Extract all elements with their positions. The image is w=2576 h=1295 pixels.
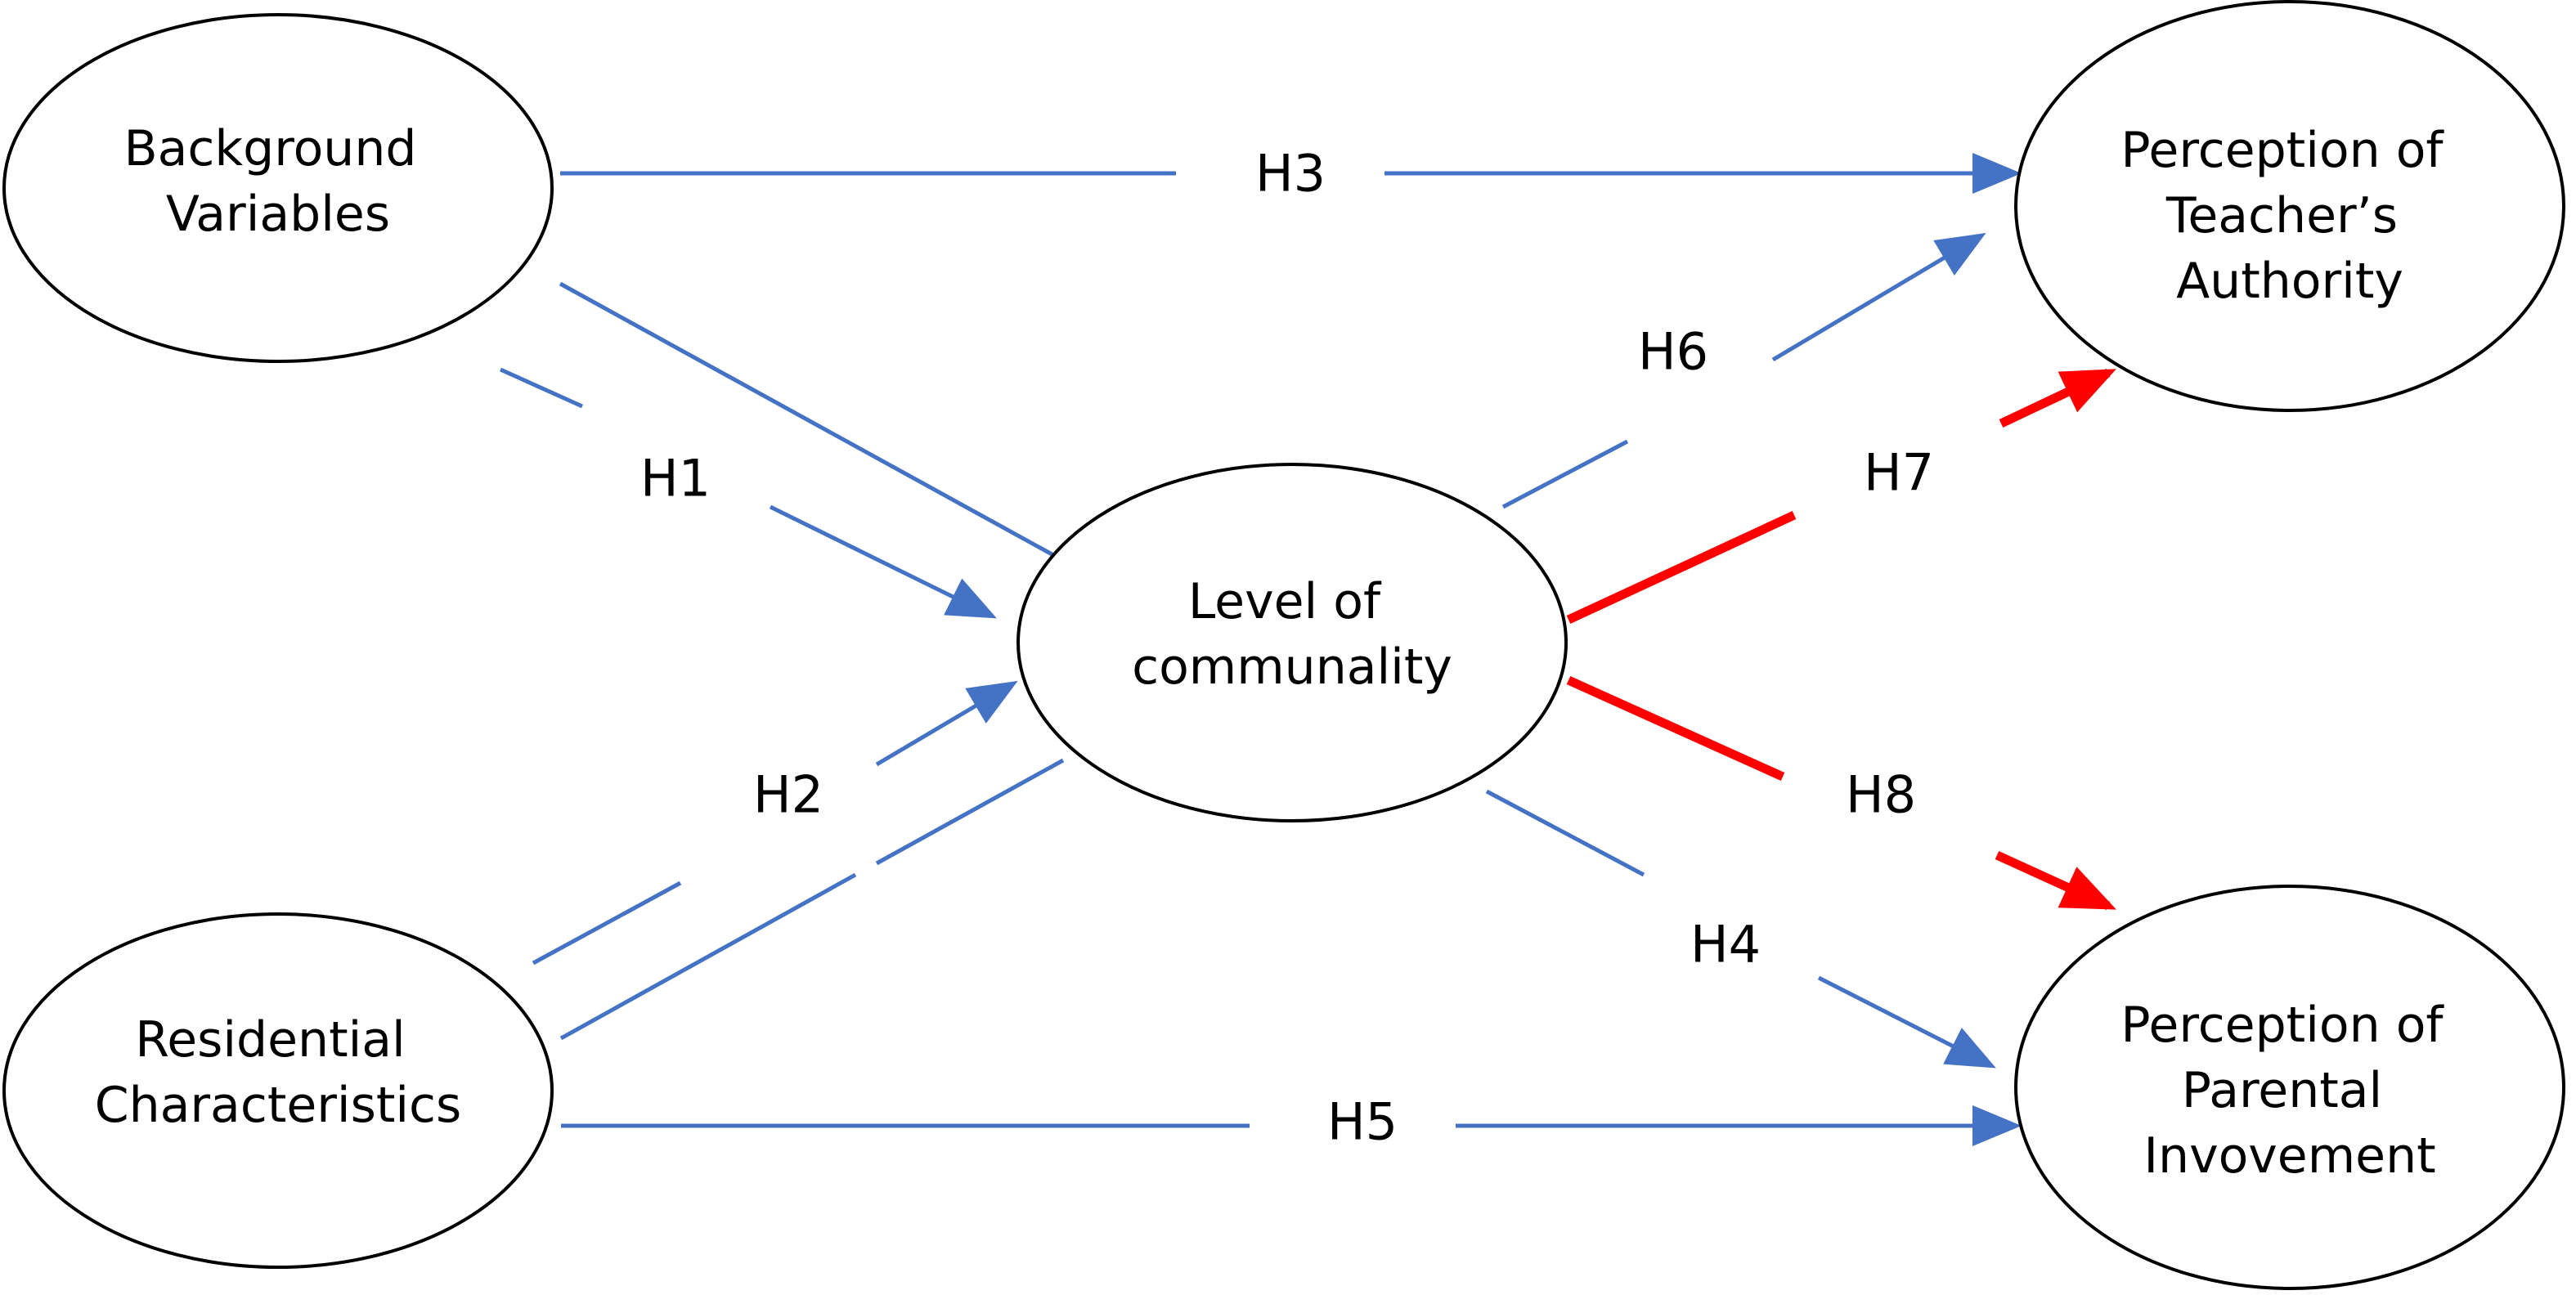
node-background-variables-label: Background Variables [123, 120, 432, 243]
edge-h6: H6 [1501, 232, 1986, 509]
edge-h6-label: H6 [1638, 322, 1708, 382]
edge-connector-segment [875, 758, 1065, 866]
edge-h2-segment-1 [532, 881, 682, 966]
node-perception-parental-invovement-label: Perception of Parental Invovement [2120, 997, 2458, 1185]
edge-residential-to-community-connector [559, 758, 1065, 1041]
node-residential-characteristics: Residential Characteristics [2, 912, 554, 1269]
edge-h2-segment-2 [875, 680, 1018, 767]
edge-h1-label: H1 [640, 449, 711, 509]
node-perception-parental-invovement-line-1: Perception of [2120, 997, 2444, 1054]
edge-h7-label: H7 [1864, 443, 1934, 503]
edge-h8-label: H8 [1846, 765, 1916, 825]
node-background-variables-shape [2, 13, 554, 363]
edge-h4-segment-2 [1817, 975, 1996, 1069]
edge-background-to-community-connector [559, 281, 1057, 558]
edge-h6-segment-2 [1771, 232, 1986, 362]
node-perception-teachers-authority-shape [2014, 0, 2565, 412]
node-residential-characteristics-line-1: Residential [135, 1011, 406, 1069]
edge-h1: H1 [499, 367, 997, 619]
edge-h2: H2 [532, 680, 1018, 966]
node-perception-parental-invovement-line-3: Invovement [2143, 1127, 2435, 1185]
edge-h8-segment-1 [1566, 675, 1785, 782]
edge-h4-label: H4 [1690, 915, 1761, 975]
edge-h3-label: H3 [1255, 144, 1326, 204]
edge-h5-label: H5 [1327, 1092, 1398, 1152]
node-background-variables: Background Variables [2, 13, 554, 363]
edge-h7-segment-1 [1566, 511, 1797, 624]
node-level-of-communality-line-1: Level of [1188, 573, 1382, 630]
node-level-of-communality-shape [1016, 463, 1568, 822]
node-perception-teachers-authority-line-1: Perception of [2120, 122, 2444, 179]
node-perception-teachers-authority-label: Perception of Teacher’s Authority [2120, 122, 2458, 310]
edge-h4: H4 [1485, 789, 1996, 1069]
edge-connector-segment [559, 872, 857, 1041]
node-perception-parental-invovement-line-2: Parental [2182, 1062, 2383, 1119]
edge-h8: H8 [1566, 675, 2117, 911]
node-level-of-communality-line-2: communality [1132, 639, 1452, 696]
node-background-variables-line-1: Background [123, 120, 416, 177]
edge-h1-segment-2 [769, 504, 997, 619]
edge-h6-segment-1 [1501, 439, 1629, 509]
node-residential-characteristics-shape [2, 912, 554, 1269]
node-perception-parental-invovement-shape [2014, 885, 2565, 1290]
node-perception-teachers-authority-line-3: Authority [2176, 253, 2403, 310]
node-perception-parental-invovement: Perception of Parental Invovement [2014, 885, 2565, 1290]
edge-h5: H5 [561, 1092, 2022, 1152]
node-perception-teachers-authority: Perception of Teacher’s Authority [2014, 0, 2565, 412]
node-level-of-communality: Level of communality [1016, 463, 1568, 822]
edge-connector-segment [559, 281, 1057, 558]
edge-h4-segment-1 [1485, 789, 1645, 877]
edge-h7-segment-2 [1999, 369, 2116, 428]
node-background-variables-line-2: Variables [166, 186, 390, 243]
edge-h2-label: H2 [753, 765, 824, 825]
node-residential-characteristics-line-2: Characteristics [95, 1077, 462, 1134]
node-perception-teachers-authority-line-2: Teacher’s [2165, 187, 2398, 244]
edge-h8-segment-2 [1995, 850, 2117, 911]
edge-h1-segment-1 [499, 367, 584, 409]
node-level-of-communality-label: Level of communality [1132, 573, 1452, 696]
edge-h3: H3 [560, 144, 2022, 204]
edge-h7: H7 [1566, 369, 2116, 624]
node-residential-characteristics-label: Residential Characteristics [95, 1011, 462, 1134]
